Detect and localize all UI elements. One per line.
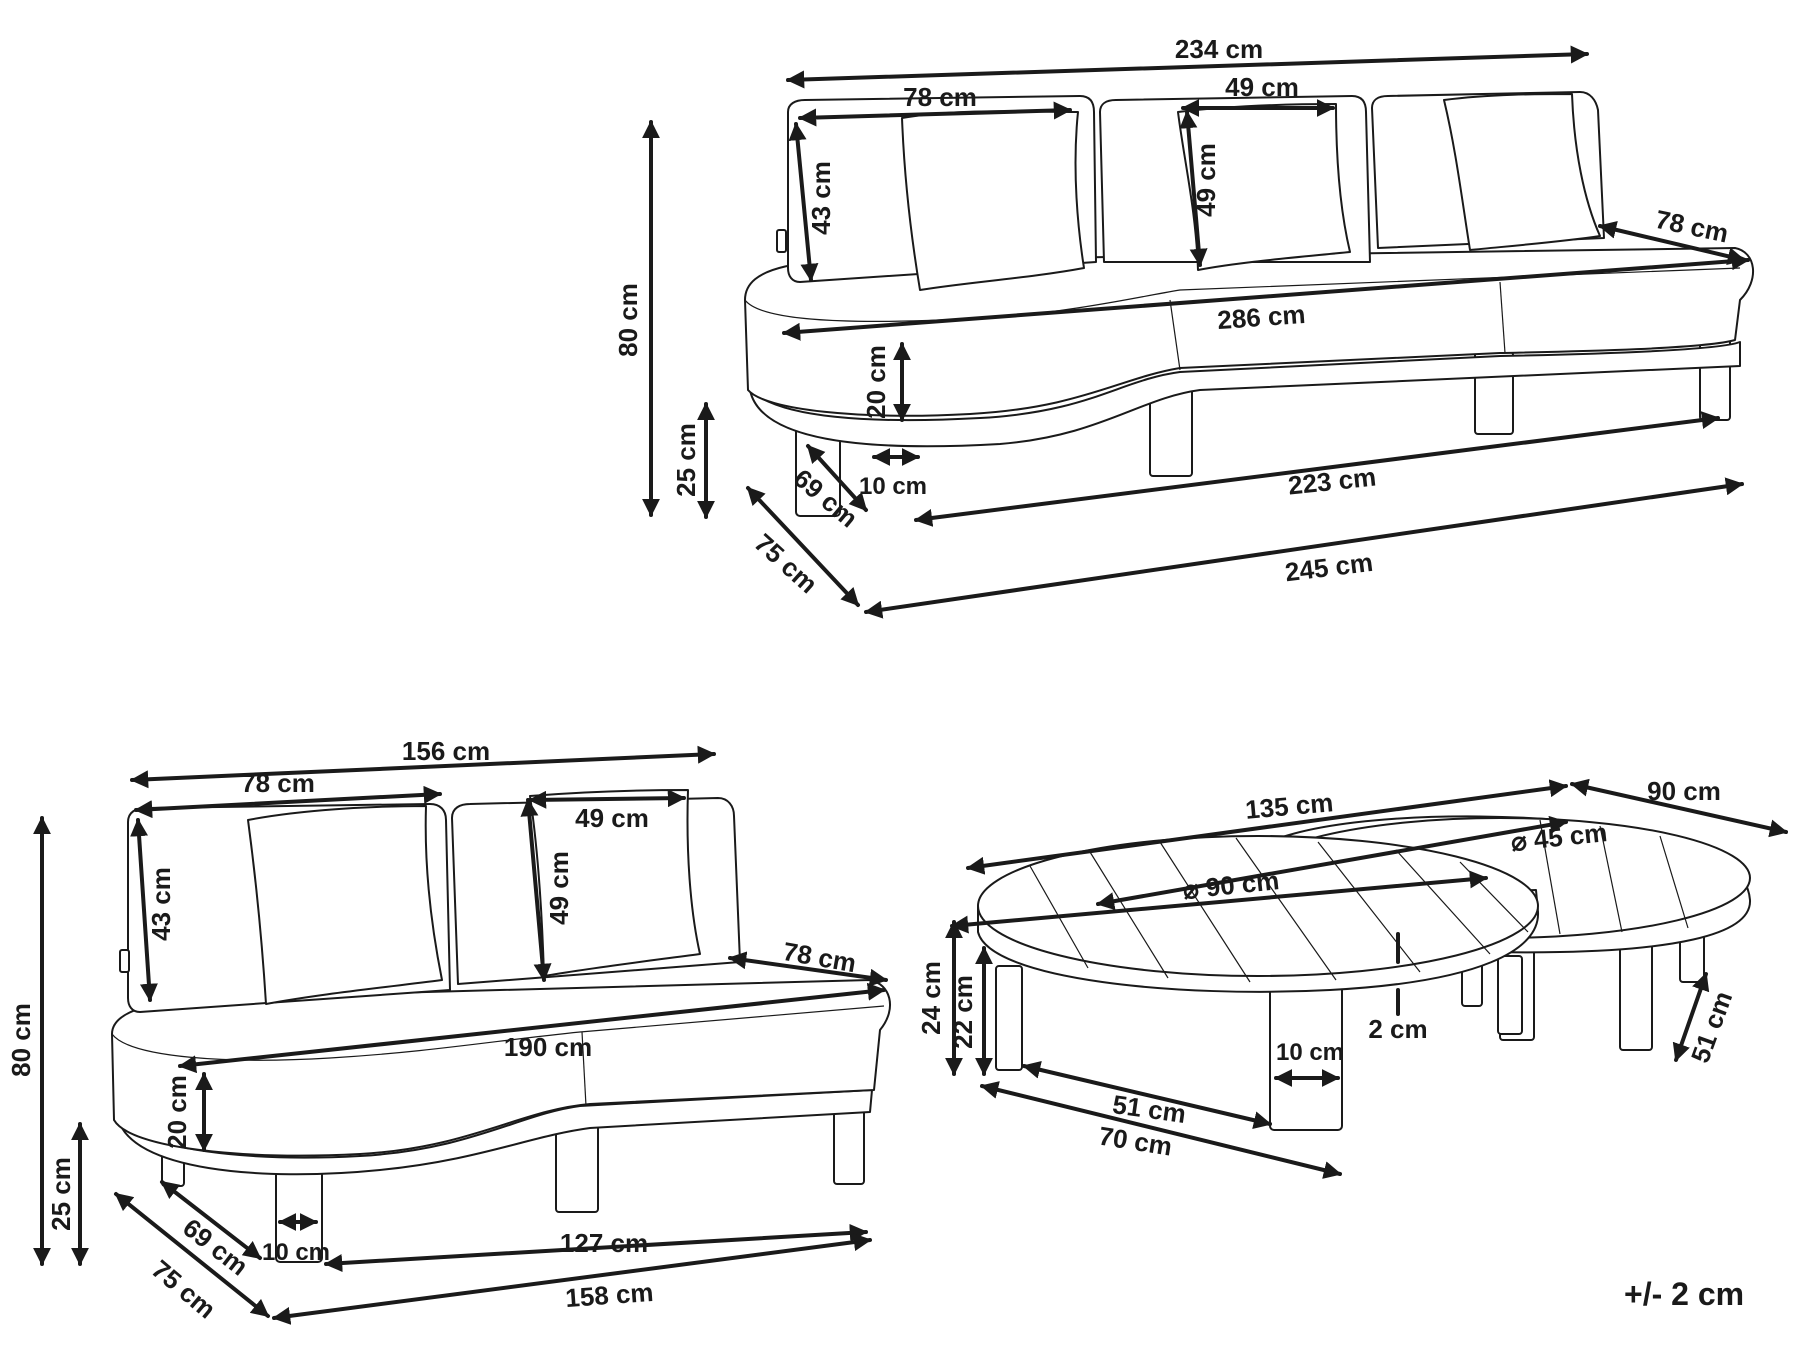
two-seater-sofa: 156 cm 78 cm 49 cm 43 cm 49 cm 78 cm 190… [6,736,891,1325]
sofa2-base-length-label: 158 cm [564,1277,654,1313]
sofa3-total-width-label: 234 cm [1175,34,1263,64]
sofa2-leg-height-label: 25 cm [46,1157,76,1231]
sofa3-backrest-height-label: 43 cm [806,161,836,235]
sofa2-module-width-label: 78 cm [241,768,315,798]
sofa3-total-depth-label: 75 cm [749,527,824,599]
sofa3-pillow-height-label: 49 cm [1191,143,1221,217]
sofa2-pillow-width-label: 49 cm [575,803,649,833]
sofa3-leg-width-label: 10 cm [859,473,927,500]
small-table-leg-depth-label: 51 cm [1685,987,1738,1067]
sofa3-module-width-label: 78 cm [903,82,977,112]
three-seater-sofa: 234 cm 78 cm 49 cm 43 cm 49 cm 78 cm 286… [613,34,1755,619]
nesting-tables: 135 cm 90 cm ⌀ 45 cm ⌀ 90 cm 24 cm 22 cm… [916,776,1788,1179]
sofa2-total-width-label: 156 cm [402,736,490,766]
sofa2-pillow [247,805,443,1005]
table-leg-length-label: 70 cm [1097,1121,1175,1162]
sofa2-dimensions [33,745,888,1325]
sofa2-total-height-label: 80 cm [6,1003,36,1077]
sofa2-side-depth-label: 78 cm [781,936,859,978]
top-thickness-label: 2 cm [1368,1014,1427,1044]
sofa3-cushion-height-label: 20 cm [861,345,891,419]
sofa2-legs [161,1099,865,1263]
sofa2-total-depth-label: 75 cm [146,1254,222,1324]
sofa2-cushion-height-label: 20 cm [162,1075,192,1149]
tolerance-note: +/- 2 cm [1624,1276,1745,1312]
sofa2-leg-width-label: 10 cm [262,1239,330,1266]
sofa2-pillow-height-label: 49 cm [544,851,574,925]
sofa3-pillow-width-label: 49 cm [1225,72,1299,102]
sofa3-leg-span-label: 223 cm [1287,462,1378,501]
tables-depth-label: 90 cm [1647,776,1721,806]
sofa2-seat-length-label: 190 cm [504,1032,592,1062]
tables-dimensions [945,778,1788,1179]
large-table-height-label: 24 cm [916,961,946,1035]
small-table-height-label: 22 cm [948,975,978,1049]
sofa3-base-length-label: 245 cm [1283,547,1374,588]
sofa2-leg-span-label: 127 cm [560,1228,648,1258]
sofa3-leg-height-label: 25 cm [671,423,701,497]
sofa3-dimensions [642,45,1750,619]
sofa3-seat-length-label: 286 cm [1216,299,1306,335]
sofa3-total-height-label: 80 cm [613,283,643,357]
table-leg-width-label: 10 cm [1276,1039,1344,1066]
sofa2-backrest-height-label: 43 cm [146,867,176,941]
sofa3-pillow [901,110,1085,291]
